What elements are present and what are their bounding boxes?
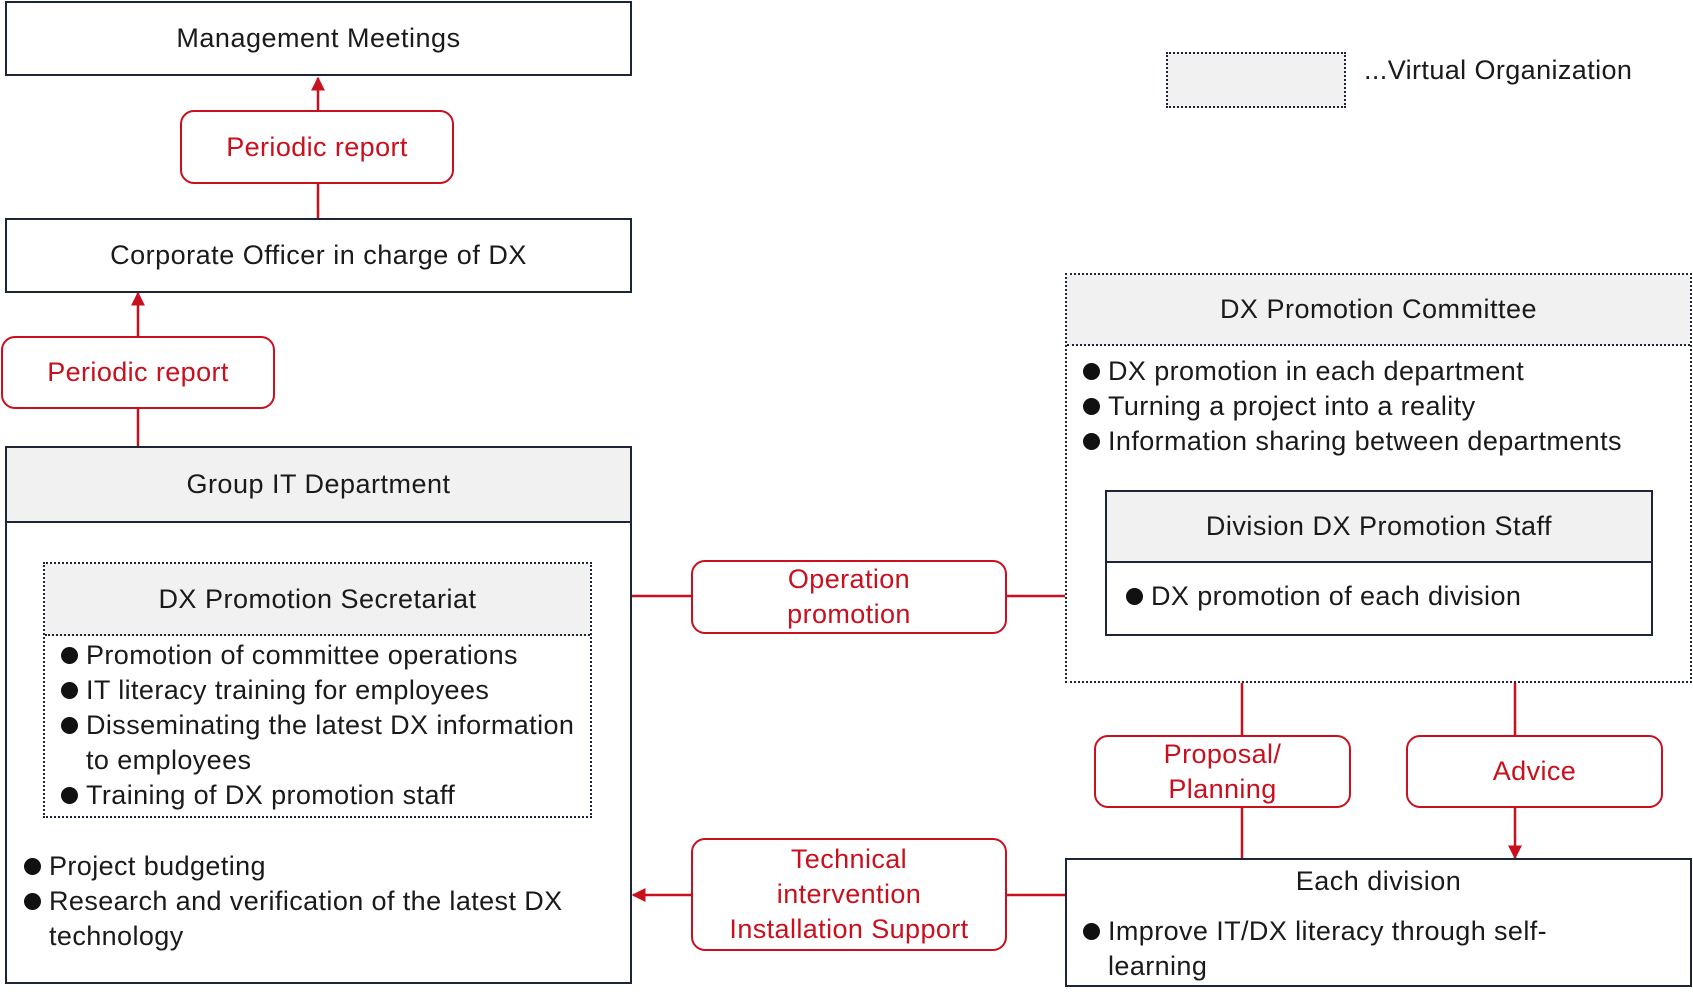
management-meetings-box: Management Meetings bbox=[5, 1, 632, 76]
advice-label: Advice bbox=[1406, 735, 1663, 808]
list-item: Information sharing between departments bbox=[1081, 424, 1686, 459]
list-item: IT literacy training for employees bbox=[59, 673, 584, 708]
corporate-officer-title: Corporate Officer in charge of DX bbox=[110, 240, 527, 270]
committee-task-list: DX promotion in each department Turning … bbox=[1081, 354, 1686, 459]
list-item: DX promotion in each department bbox=[1081, 354, 1686, 389]
list-item: DX promotion of each division bbox=[1124, 579, 1644, 614]
dx-promotion-secretariat-box: DX Promotion Secretariat Promotion of co… bbox=[43, 562, 592, 818]
division-dx-promotion-staff-box: Division DX Promotion Staff DX promotion… bbox=[1105, 490, 1653, 636]
periodic-report-label-top: Periodic report bbox=[180, 110, 454, 184]
secretariat-task-list: Promotion of committee operations IT lit… bbox=[59, 638, 584, 813]
list-item: Project budgeting bbox=[22, 849, 627, 884]
management-meetings-title: Management Meetings bbox=[176, 23, 461, 53]
dx-promotion-committee-header: DX Promotion Committee bbox=[1067, 275, 1690, 346]
list-item: Promotion of committee operations bbox=[59, 638, 584, 673]
division-dx-promotion-staff-title: Division DX Promotion Staff bbox=[1205, 511, 1553, 541]
group-it-department-header: Group IT Department bbox=[7, 448, 630, 523]
division-dx-promotion-staff-header: Division DX Promotion Staff bbox=[1107, 492, 1651, 563]
dx-promotion-secretariat-title: DX Promotion Secretariat bbox=[158, 583, 477, 614]
group-it-task-list: Project budgeting Research and verificat… bbox=[22, 849, 627, 954]
operation-promotion-label: Operation promotion bbox=[691, 560, 1007, 634]
technical-intervention-label: Technical intervention Installation Supp… bbox=[691, 838, 1007, 951]
dx-promotion-committee-title: DX Promotion Committee bbox=[1219, 294, 1538, 324]
periodic-report-label-left: Periodic report bbox=[1, 336, 275, 409]
division-staff-task-list: DX promotion of each division bbox=[1124, 579, 1644, 614]
virtual-organization-legend-swatch bbox=[1166, 52, 1346, 108]
each-division-box: Each division Improve IT/DX literacy thr… bbox=[1065, 858, 1692, 987]
list-item: Training of DX promotion staff bbox=[59, 778, 584, 813]
list-item: Disseminating the latest DX information … bbox=[59, 708, 584, 778]
corporate-officer-box: Corporate Officer in charge of DX bbox=[5, 218, 632, 293]
list-item: Turning a project into a reality bbox=[1081, 389, 1686, 424]
dx-promotion-secretariat-header: DX Promotion Secretariat bbox=[45, 564, 590, 636]
list-item: Research and verification of the latest … bbox=[22, 884, 627, 954]
group-it-department-title: Group IT Department bbox=[186, 469, 451, 499]
list-item: Improve IT/DX literacy through self-lear… bbox=[1081, 914, 1551, 984]
virtual-organization-legend-text: ...Virtual Organization bbox=[1364, 55, 1633, 85]
each-division-task-list: Improve IT/DX literacy through self-lear… bbox=[1081, 914, 1551, 984]
proposal-planning-label: Proposal/ Planning bbox=[1094, 735, 1351, 808]
each-division-title: Each division bbox=[1295, 866, 1462, 896]
